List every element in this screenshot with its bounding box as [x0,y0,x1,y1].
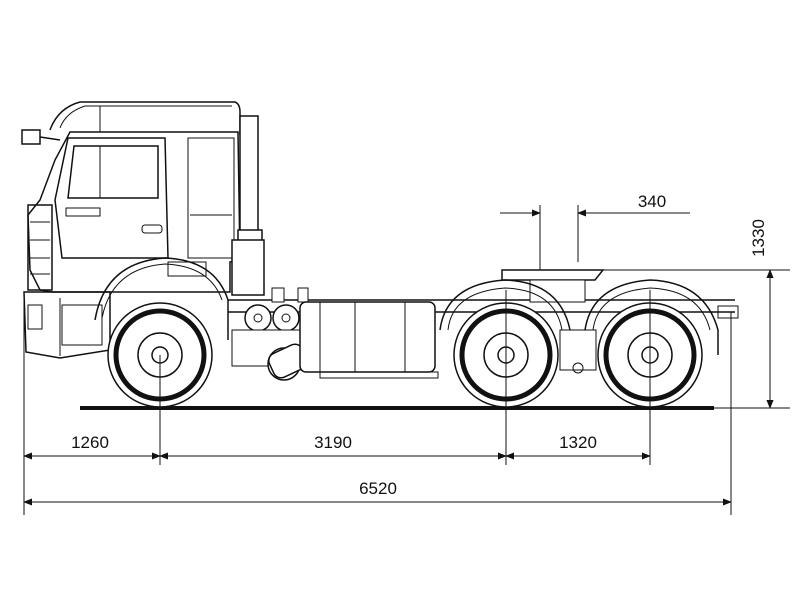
label-overall-length: 6520 [359,479,397,498]
cab-window [67,145,159,199]
sleeper-panel [187,137,235,259]
cab-step [167,261,207,277]
rear-fender-2 [584,279,719,355]
cab-door [54,137,169,259]
air-intake [231,239,265,296]
fifth-wheel [501,262,605,303]
front-bumper [23,291,111,359]
headlight [27,304,43,330]
cab-badge [65,207,101,217]
rear-light [717,305,739,319]
dimension-lines [23,205,790,515]
tractor-truck [21,101,739,408]
rear-fender-1 [439,279,571,331]
label-rear-axle-spacing: 1320 [559,433,597,452]
door-handle [141,224,163,234]
side-mirror [21,129,41,145]
cab-body [27,131,241,293]
label-fifth-wheel-offset: 340 [638,192,666,211]
air-components [231,287,309,381]
front-grille [27,204,53,291]
label-front-overhang: 1260 [71,433,109,452]
label-fifth-wheel-height: 1330 [749,219,768,257]
front-fender [94,257,229,340]
exhaust-stack [239,115,259,242]
bogie-suspension [559,329,597,371]
roof-spoiler [49,101,241,135]
fuel-tank [299,301,439,379]
label-wheelbase: 3190 [314,433,352,452]
